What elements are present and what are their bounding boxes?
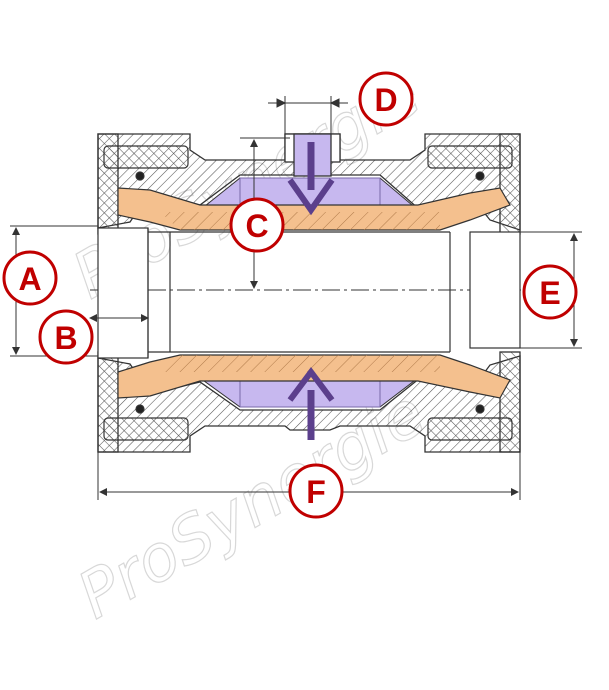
valve-body [97, 133, 521, 453]
clamp-ring-right-bottom [427, 417, 513, 441]
o-ring-right-top [475, 171, 485, 181]
callout-e-label: E [539, 275, 560, 311]
bore-right-socket [469, 231, 521, 349]
o-ring-left-bottom [135, 404, 145, 414]
callout-b: B [38, 309, 94, 365]
dim-d-arrow-left [276, 98, 287, 108]
pressure-arrows [287, 142, 335, 440]
arrow-up-head [287, 367, 335, 402]
callout-a: A [2, 250, 58, 306]
bore [90, 227, 525, 359]
bore-left-socket [97, 227, 149, 359]
clamp-ring-left-bottom [103, 417, 189, 441]
callout-c: C [229, 197, 285, 253]
dim-d-arrow-right [329, 98, 340, 108]
o-ring-right-bottom [475, 404, 485, 414]
callout-d: D [358, 71, 414, 127]
callout-a-label: A [18, 261, 41, 297]
sleeve-bottom-hatch [160, 355, 440, 372]
callout-f: F [288, 463, 344, 519]
seal-rings [103, 145, 513, 441]
callout-c-label: C [245, 208, 268, 244]
clamp-ring-right-top [427, 145, 513, 169]
sleeve-top-hatch [160, 212, 440, 230]
housing-bottom [97, 355, 521, 453]
callout-b-label: B [54, 320, 77, 356]
arrow-down-head [287, 178, 335, 216]
callout-f-label: F [306, 474, 326, 510]
callout-e: E [522, 264, 578, 320]
callout-d-label: D [374, 82, 397, 118]
clamp-ring-left-top [103, 145, 189, 169]
rubber-sleeve [117, 187, 511, 399]
o-ring-left-top [135, 171, 145, 181]
